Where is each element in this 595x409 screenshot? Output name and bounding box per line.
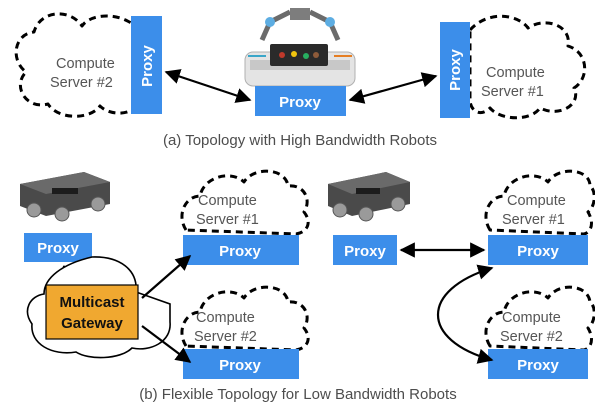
proxy-label: Proxy — [219, 357, 261, 374]
cloud-compute-server-1-bottom-left: Compute Server #1 — [180, 169, 310, 236]
cloud-label-line2: Server #2 — [50, 75, 113, 91]
cloud-label-line2: Server #2 — [194, 329, 257, 345]
proxy-robot-left: Proxy — [24, 233, 92, 262]
proxy-label: Proxy — [447, 49, 464, 91]
cloud-label-line1: Compute — [198, 193, 257, 209]
proxy-server-2-bottom-right: Proxy — [488, 349, 588, 379]
robot-vehicle-right-image — [328, 172, 410, 222]
cloud-label-line1: Compute — [196, 310, 255, 326]
robot-vehicle-left-image — [20, 172, 110, 222]
cloud-label-line2: Server #2 — [500, 329, 563, 345]
caption-a: (a) Topology with High Bandwidth Robots — [163, 132, 437, 149]
proxy-server-2-bottom-left: Proxy — [183, 349, 299, 379]
proxy-server-1-bottom-left: Proxy — [183, 235, 299, 265]
proxy-label: Proxy — [279, 94, 321, 111]
cloud-compute-server-1-top: Compute Server #1 — [468, 14, 587, 120]
proxy-label: Proxy — [139, 45, 156, 87]
arrow-gateway-to-server-1 — [141, 254, 192, 299]
cloud-compute-server-2-bottom-left: Compute Server #2 — [180, 285, 310, 352]
cloud-label-line1: Compute — [56, 56, 115, 72]
proxy-label: Proxy — [219, 243, 261, 260]
cloud-label-line2: Server #1 — [502, 212, 565, 228]
cloud-compute-server-2-bottom-right: Compute Server #2 — [484, 285, 595, 352]
arrow-left-proxy-to-center — [164, 69, 252, 103]
caption-b: (b) Flexible Topology for Low Bandwidth … — [139, 386, 456, 403]
proxy-label: Proxy — [517, 243, 559, 260]
cloud-compute-server-2-top: Compute Server #2 — [14, 12, 142, 118]
multicast-gateway: Multicast Gateway — [45, 284, 139, 340]
robot-arm-image — [244, 8, 356, 87]
proxy-label: Proxy — [517, 357, 559, 374]
proxy-right-vertical: Proxy — [440, 22, 470, 118]
cloud-label-line2: Server #1 — [481, 84, 544, 100]
cloud-label-line1: Compute — [486, 65, 545, 81]
gateway-label-line1: Multicast — [59, 294, 124, 311]
cloud-compute-server-1-bottom-right: Compute Server #1 — [484, 169, 595, 236]
proxy-label: Proxy — [37, 240, 79, 257]
cloud-label-line2: Server #1 — [196, 212, 259, 228]
proxy-label: Proxy — [344, 243, 386, 260]
proxy-robot-right: Proxy — [333, 235, 397, 265]
cloud-label-line1: Compute — [502, 310, 561, 326]
proxy-center: Proxy — [255, 86, 346, 116]
proxy-server-1-bottom-right: Proxy — [488, 235, 588, 265]
arrow-center-to-right-proxy — [348, 72, 438, 104]
arrow-gateway-to-server-2 — [141, 325, 192, 363]
gateway-label-line2: Gateway — [61, 315, 123, 332]
cloud-label-line1: Compute — [507, 193, 566, 209]
arrow-server-1-to-server-2 — [437, 264, 494, 364]
proxy-left-vertical: Proxy — [131, 16, 162, 114]
